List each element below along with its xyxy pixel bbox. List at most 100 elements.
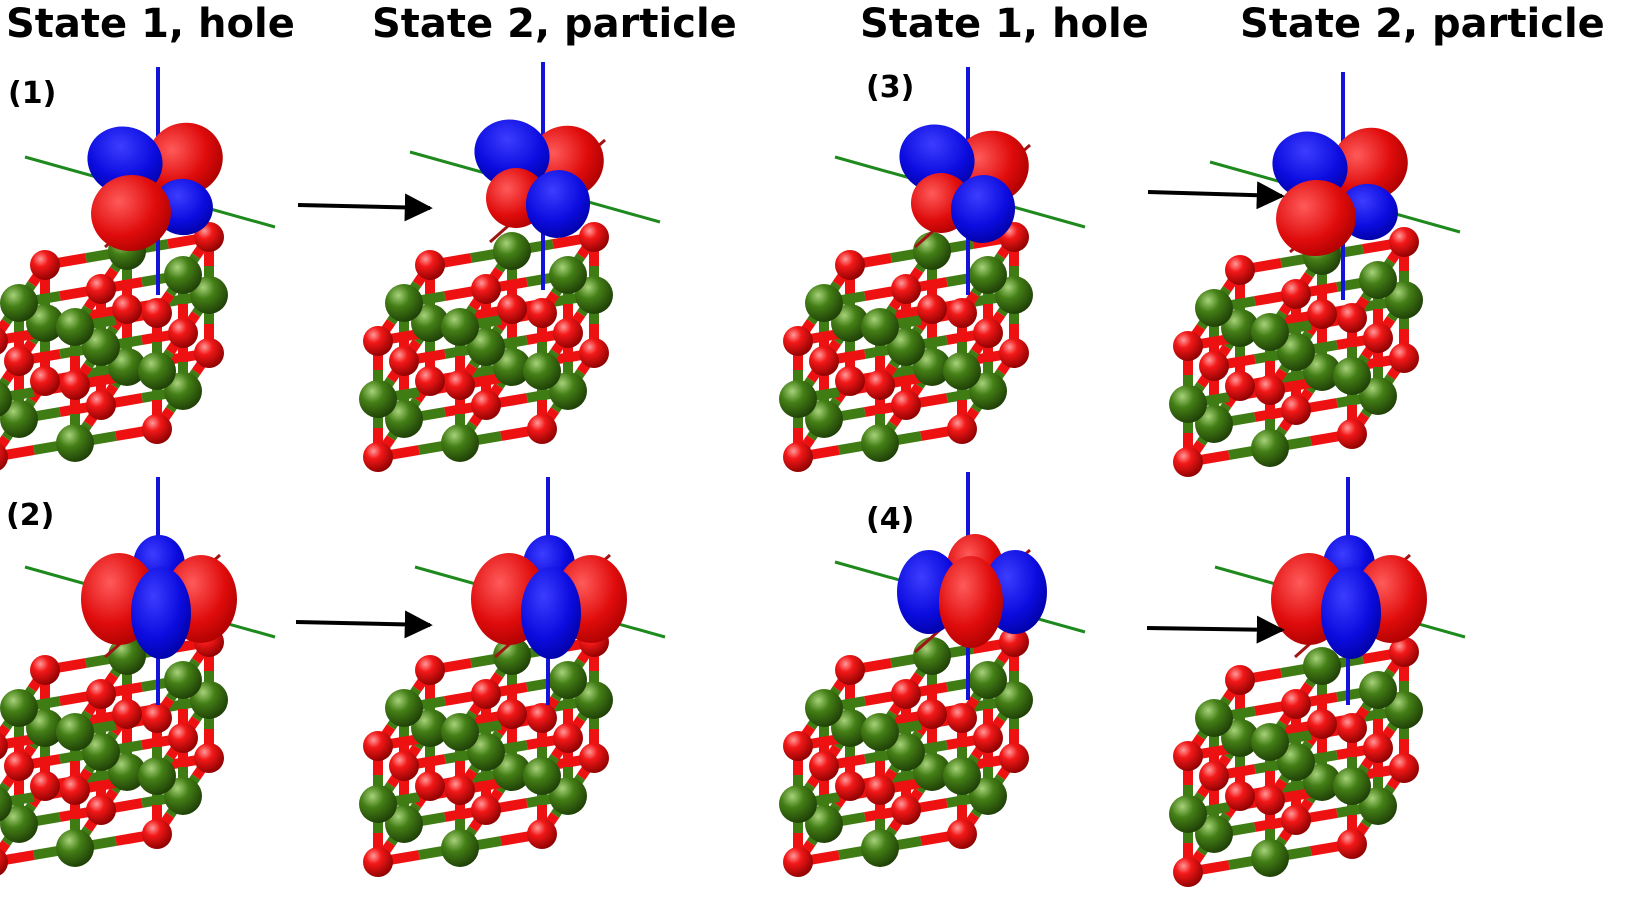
metal-atom bbox=[1251, 313, 1289, 351]
header-state1-right: State 1, hole bbox=[860, 1, 1149, 47]
metal-atom bbox=[467, 328, 505, 366]
oxygen-atom bbox=[194, 743, 224, 773]
molecule-scene bbox=[779, 67, 1086, 472]
oxygen-atom bbox=[891, 679, 921, 709]
oxygen-atom bbox=[445, 370, 475, 400]
metal-atom bbox=[1251, 429, 1289, 467]
oxygen-atom bbox=[973, 723, 1003, 753]
oxygen-atom bbox=[809, 751, 839, 781]
metal-atom bbox=[1251, 723, 1289, 761]
oxygen-atom bbox=[1173, 331, 1203, 361]
oxygen-atom bbox=[1337, 419, 1367, 449]
metal-atom bbox=[385, 284, 423, 322]
metal-atom bbox=[1385, 281, 1423, 319]
transition-arrow bbox=[1147, 181, 1285, 210]
metal-atom bbox=[969, 777, 1007, 815]
oxygen-atom bbox=[1337, 829, 1367, 859]
metal-atom bbox=[913, 348, 951, 386]
oxygen-atom bbox=[60, 775, 90, 805]
metal-atom bbox=[805, 400, 843, 438]
oxygen-atom bbox=[1173, 857, 1203, 887]
molecule-scene bbox=[1169, 477, 1466, 887]
bond bbox=[0, 840, 11, 861]
oxygen-atom bbox=[389, 751, 419, 781]
metal-atom bbox=[1277, 333, 1315, 371]
molecule-scene bbox=[359, 62, 661, 472]
metal-atom bbox=[82, 733, 120, 771]
metal-atom bbox=[441, 424, 479, 462]
oxygen-atom bbox=[865, 370, 895, 400]
metal-atom bbox=[969, 372, 1007, 410]
oxygen-atom bbox=[1307, 299, 1337, 329]
molecule-scene bbox=[1169, 72, 1461, 477]
oxygen-atom bbox=[973, 318, 1003, 348]
lobe-positive bbox=[939, 556, 1003, 648]
oxygen-atom bbox=[809, 346, 839, 376]
oxygen-atom bbox=[4, 751, 34, 781]
lobe-negative bbox=[474, 119, 550, 189]
lobe-negative bbox=[950, 175, 1016, 243]
transition-arrow bbox=[297, 193, 433, 222]
oxygen-atom bbox=[471, 679, 501, 709]
metal-atom bbox=[943, 757, 981, 795]
oxygen-atom bbox=[112, 294, 142, 324]
metal-atom bbox=[1359, 787, 1397, 825]
lobe-positive bbox=[147, 122, 223, 196]
metal-atom bbox=[805, 689, 843, 727]
oxygen-atom bbox=[783, 442, 813, 472]
oxygen-atom bbox=[891, 274, 921, 304]
metal-atom bbox=[575, 276, 613, 314]
oxygen-atom bbox=[783, 731, 813, 761]
oxygen-atom bbox=[142, 819, 172, 849]
oxygen-atom bbox=[4, 346, 34, 376]
metal-atom bbox=[1303, 353, 1341, 391]
oxygen-atom bbox=[1281, 805, 1311, 835]
oxygen-atom bbox=[1225, 781, 1255, 811]
lobe-negative bbox=[1321, 567, 1381, 659]
bond bbox=[0, 782, 11, 803]
molecule-scene bbox=[359, 477, 666, 877]
panel-label-1: (1) bbox=[8, 76, 57, 111]
metal-atom bbox=[26, 709, 64, 747]
oxygen-atom bbox=[142, 703, 172, 733]
oxygen-atom bbox=[527, 819, 557, 849]
metal-atom bbox=[995, 681, 1033, 719]
oxygen-atom bbox=[86, 679, 116, 709]
oxygen-atom bbox=[86, 390, 116, 420]
metal-atom bbox=[56, 308, 94, 346]
metal-atom bbox=[108, 348, 146, 386]
oxygen-atom bbox=[891, 390, 921, 420]
bond bbox=[0, 724, 11, 745]
metal-atom bbox=[441, 713, 479, 751]
metal-atom bbox=[1303, 763, 1341, 801]
transition-arrow bbox=[295, 610, 433, 639]
lobe-positive bbox=[1332, 127, 1408, 201]
oxygen-atom bbox=[471, 274, 501, 304]
metal-atom bbox=[943, 352, 981, 390]
oxygen-atom bbox=[1389, 343, 1419, 373]
oxygen-atom bbox=[1281, 279, 1311, 309]
oxygen-atom bbox=[835, 771, 865, 801]
bond bbox=[0, 329, 35, 345]
metal-atom bbox=[887, 733, 925, 771]
metal-atom bbox=[164, 777, 202, 815]
metal-atom bbox=[995, 276, 1033, 314]
panel-label-2: (2) bbox=[6, 498, 55, 533]
metal-atom bbox=[0, 400, 38, 438]
metal-atom bbox=[493, 753, 531, 791]
oxygen-atom bbox=[1225, 665, 1255, 695]
oxygen-atom bbox=[30, 366, 60, 396]
metal-atom bbox=[493, 348, 531, 386]
header-state2-left: State 2, particle bbox=[372, 1, 737, 47]
metal-atom bbox=[0, 284, 38, 322]
oxygen-atom bbox=[1225, 255, 1255, 285]
metal-atom bbox=[549, 777, 587, 815]
oxygen-atom bbox=[86, 795, 116, 825]
metal-atom bbox=[887, 328, 925, 366]
bond bbox=[0, 387, 35, 403]
oxygen-atom bbox=[835, 655, 865, 685]
metal-atom bbox=[913, 753, 951, 791]
oxygen-atom bbox=[497, 699, 527, 729]
oxygen-atom bbox=[1281, 395, 1311, 425]
metal-atom bbox=[56, 829, 94, 867]
